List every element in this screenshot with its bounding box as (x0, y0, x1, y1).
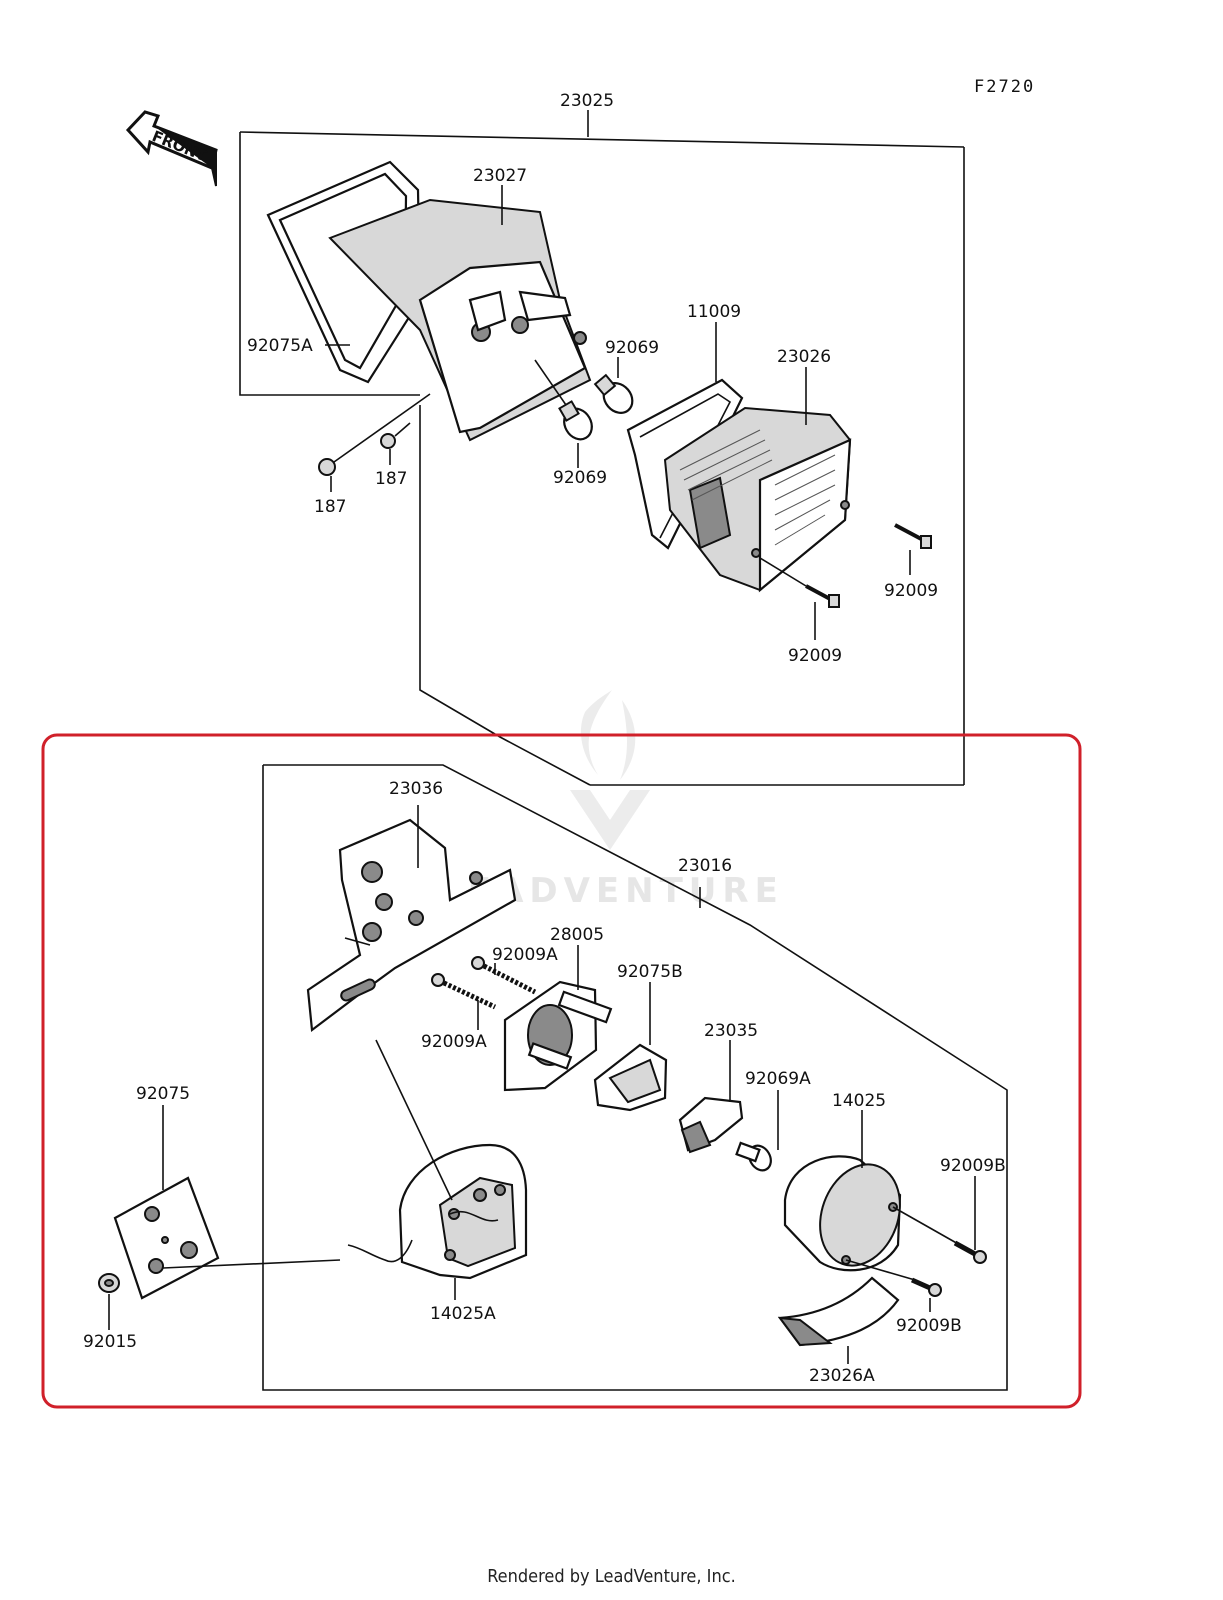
part-label-92009A-bottom: 92009A (421, 1032, 487, 1052)
part-label-14025: 14025 (832, 1091, 886, 1111)
part-23035-contact (678, 1096, 744, 1154)
part-label-23036: 23036 (389, 779, 443, 799)
part-28005-holder (503, 980, 613, 1092)
part-92009A-screw-bottom (431, 973, 497, 1010)
watermark-flame-icon (580, 690, 636, 780)
part-92009B-screw-bottom (845, 1259, 942, 1297)
part-label-23026A: 23026A (809, 1366, 875, 1386)
part-label-92009A-top: 92009A (492, 945, 558, 965)
part-23036-bracket (306, 818, 517, 1033)
part-label-23025: 23025 (560, 91, 614, 111)
part-label-187-left: 187 (314, 497, 346, 517)
part-14025A-wire (347, 1239, 413, 1263)
footer-credit: Rendered by LeadVenture, Inc. (487, 1566, 736, 1587)
tail-lamp-assembly-frame (239, 110, 965, 786)
part-label-92075: 92075 (136, 1084, 190, 1104)
part-label-28005: 28005 (550, 925, 604, 945)
part-label-11009: 11009 (687, 302, 741, 322)
part-label-92075A: 92075A (247, 336, 313, 356)
part-label-23026: 23026 (777, 347, 831, 367)
part-92069A-bulb (735, 1141, 772, 1172)
diagram-code: F2720 (974, 77, 1035, 97)
part-187-screw-right (380, 422, 411, 449)
part-label-92009-bottom: 92009 (788, 646, 842, 666)
watermark: LEADVENTURE (440, 690, 778, 911)
part-187-screw-left (318, 393, 431, 476)
part-23027-lamp-base (266, 160, 592, 442)
part-92069-bulb-top (593, 373, 634, 414)
front-arrow-icon: FRONT (125, 110, 218, 187)
part-label-92069A: 92069A (745, 1069, 811, 1089)
part-label-23027: 23027 (473, 166, 527, 186)
part-14025A-housing (375, 1039, 528, 1280)
part-label-92069-bottom: 92069 (553, 468, 607, 488)
part-label-187-right: 187 (375, 469, 407, 489)
part-23026A-cover (777, 1276, 900, 1347)
part-label-14025A: 14025A (430, 1304, 496, 1324)
part-label-23035: 23035 (704, 1021, 758, 1041)
part-92009B-screw-top (892, 1206, 987, 1264)
part-92075B-socket (593, 1043, 668, 1112)
part-92015-grommet (98, 1273, 120, 1293)
part-92075-plate (113, 1176, 341, 1300)
part-label-92015: 92015 (83, 1332, 137, 1352)
part-92009-screw-bottom (759, 557, 840, 608)
front-arrow-label: FRONT (150, 127, 211, 165)
part-label-92075B: 92075B (617, 962, 683, 982)
part-23026-lens (663, 406, 852, 593)
part-92069-bulb-bottom (558, 400, 593, 441)
part-label-92009-right: 92009 (884, 581, 938, 601)
part-14025-lens (783, 1155, 902, 1272)
part-label-92069-top: 92069 (605, 338, 659, 358)
part-label-23016: 23016 (678, 856, 732, 876)
highlight-frame (41, 733, 1082, 1409)
part-label-92009B-top: 92009B (940, 1156, 1006, 1176)
watermark-chevron-icon (570, 790, 650, 850)
license-lamp-assembly-frame (262, 764, 1008, 1391)
part-92009A-screw-top (471, 956, 537, 995)
part-92009-screw-right (894, 523, 932, 549)
part-label-92009B-bottom: 92009B (896, 1316, 962, 1336)
